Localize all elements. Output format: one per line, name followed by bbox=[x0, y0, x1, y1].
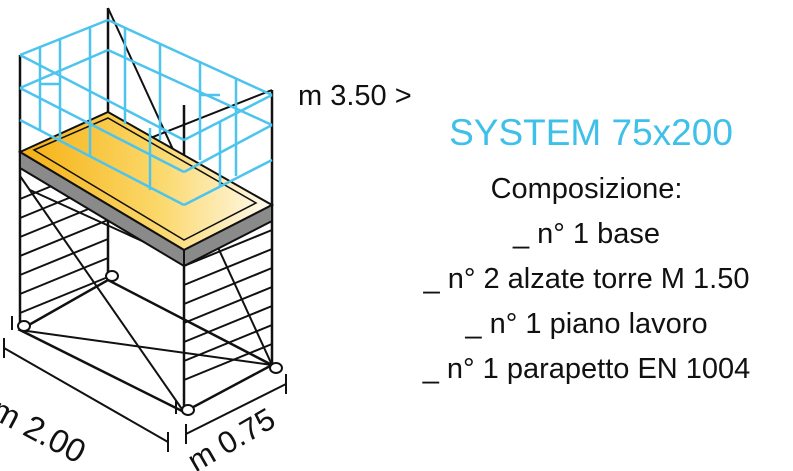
guardrail bbox=[19, 18, 273, 207]
work-platform bbox=[17, 110, 275, 268]
dimension-line-length bbox=[3, 338, 169, 452]
height-dimension-label: m 3.50 > bbox=[298, 80, 412, 112]
castor-wheels bbox=[11, 270, 283, 416]
composition-item: _ n° 1 base bbox=[512, 218, 661, 250]
system-title: SYSTEM 75x200 bbox=[449, 112, 733, 153]
composition-heading: Composizione: bbox=[490, 173, 683, 205]
composition-item: _ n° 1 piano lavoro bbox=[465, 308, 708, 340]
composition-list: Composizione: _ n° 1 base _ n° 2 alzate … bbox=[380, 167, 793, 392]
composition-item: _ n° 1 parapetto EN 1004 bbox=[422, 353, 751, 385]
platform-edge-side bbox=[183, 203, 273, 268]
composition-item: _ n° 2 alzate torre M 1.50 bbox=[423, 263, 750, 295]
base-frame bbox=[17, 278, 275, 414]
dimension-line-depth bbox=[185, 374, 287, 444]
